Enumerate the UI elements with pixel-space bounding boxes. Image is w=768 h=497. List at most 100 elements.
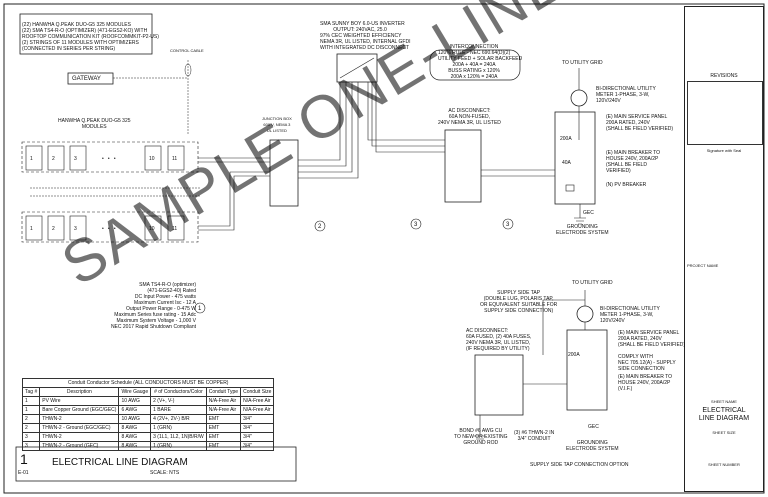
module-dots-b: • • • <box>102 226 116 232</box>
tag-circle <box>194 302 206 314</box>
table-cell: 4 (2V+, 2V-) B/R <box>150 414 207 424</box>
sheet-size-label: SHEET SIZE <box>712 430 736 435</box>
dc-to-inverter <box>298 82 359 179</box>
table-cell: THWN-2 <box>39 432 120 442</box>
ac-to-disconnect <box>367 82 445 153</box>
conduit-header-cell: Description <box>39 387 120 397</box>
table-cell: N/A-Free Air <box>240 396 275 406</box>
project-name-label: PROJECT NAME <box>687 263 719 268</box>
sheet-number-label: SHEET NUMBER <box>708 462 740 467</box>
ac-disconnect-2-box <box>474 354 524 416</box>
revisions-table <box>687 81 763 145</box>
pv-breaker <box>565 184 575 192</box>
module-string-1 <box>21 141 199 173</box>
table-cell: 1 <box>21 405 41 415</box>
supply-tap-label: SUPPLY SIDE TAP(DOUBLE LUG, POLARIS TAP,… <box>480 290 558 314</box>
table-cell: 3/4" <box>240 441 275 451</box>
ground-symbol <box>574 204 586 225</box>
module-num-11b: 11 <box>172 226 178 232</box>
table-cell: EMT <box>205 432 242 442</box>
table-cell: 3 <box>21 441 41 451</box>
table-cell: 6 AWG <box>118 405 152 415</box>
conduit-header-cell: Conduit Type <box>205 387 242 397</box>
table-cell: 3/4" <box>240 423 275 433</box>
dc-wiring <box>30 157 270 231</box>
breaker-200a: 200A <box>560 136 572 142</box>
conduit-header-cell: Wire Gauge <box>118 387 152 397</box>
table-cell: THWN-2 <box>39 414 120 424</box>
notes-text: (22) HANWHA Q.PEAK DUO-G5 325 MODULES(22… <box>22 22 159 52</box>
table-cell: 10 AWG <box>118 396 152 406</box>
sheet-border <box>3 3 765 494</box>
tag-1: 1 <box>198 306 202 312</box>
module-num-10: 10 <box>149 156 155 162</box>
module-num-1: 1 <box>30 156 33 162</box>
tag-circle <box>314 220 326 232</box>
table-cell: 1 BARE <box>150 405 207 415</box>
gec-label: GEC <box>583 210 594 216</box>
table-cell: 8 AWG <box>118 441 152 451</box>
title-block: REVISIONS Signature with Seal PROJECT NA… <box>684 6 764 492</box>
module-num-3b: 3 <box>74 226 77 232</box>
breaker-200a-2: 200A <box>568 352 580 358</box>
conduit-header-cell: Conduit Size <box>240 387 275 397</box>
ac-to-panel <box>481 169 555 177</box>
table-cell: 2 <box>21 414 41 424</box>
notes-box <box>19 13 153 55</box>
table-cell: 8 AWG <box>118 423 152 433</box>
table-cell: 10 AWG <box>118 414 152 424</box>
junction-box <box>269 139 299 207</box>
signature-label: Signature with Seal <box>706 148 742 153</box>
table-cell: THWN-2 - Ground (EGC/GEC) <box>39 423 120 433</box>
main-service-panel-2 <box>566 329 608 411</box>
table-cell: EMT <box>205 423 242 433</box>
table-cell: 3 <box>21 432 41 442</box>
pv-breaker-label: (N) PV BREAKER <box>606 182 647 188</box>
module-num-11: 11 <box>172 156 178 162</box>
to-utility-grid: TO UTILITY GRID <box>562 60 603 66</box>
supply-tap-wiring <box>523 290 586 385</box>
table-cell: 1 <box>21 396 41 406</box>
conduit-title: Conduit Conductor Schedule (ALL CONDUCTO… <box>21 378 275 388</box>
table-cell: Bare Copper Ground (EGC/GEC) <box>39 405 120 415</box>
conduit-schedule: Conduit Conductor Schedule (ALL CONDUCTO… <box>21 378 275 451</box>
tag-3a: 3 <box>414 222 418 228</box>
main-service-panel <box>554 111 596 205</box>
sheet-ref: E-01 <box>18 470 29 476</box>
table-cell: 2 <box>21 423 41 433</box>
diagram-title: ELECTRICAL LINE DIAGRAM <box>52 457 188 468</box>
conduit-header-cell: # of Conductors/Color <box>150 387 207 397</box>
module-dots: • • • <box>102 156 116 162</box>
utility-meter <box>570 89 588 107</box>
module-num-10b: 10 <box>149 226 155 232</box>
ac-disconnect-2-label: AC DISCONNECT:60A FUSED, (2) 40A FUSES,2… <box>466 328 532 352</box>
table-cell: THWN-2 - Ground (GEC) <box>39 441 120 451</box>
control-cable-label: CONTROL CABLE <box>170 48 204 53</box>
inverter-box <box>336 53 378 83</box>
gateway-label: GATEWAY <box>72 76 101 82</box>
table-cell: PV Wire <box>39 396 120 406</box>
table-cell: 8 AWG <box>118 432 152 442</box>
ac-disconnect-box <box>444 129 482 203</box>
ac-disconnect-label: AC DISCONNECT:60A NON-FUSED,240V NEMA 3R… <box>438 108 501 126</box>
utility-meter-2 <box>576 305 594 323</box>
breaker-40a: 40A <box>562 160 571 166</box>
table-cell: 2 (V+, V-) <box>150 396 207 406</box>
module-num-2: 2 <box>52 156 55 162</box>
